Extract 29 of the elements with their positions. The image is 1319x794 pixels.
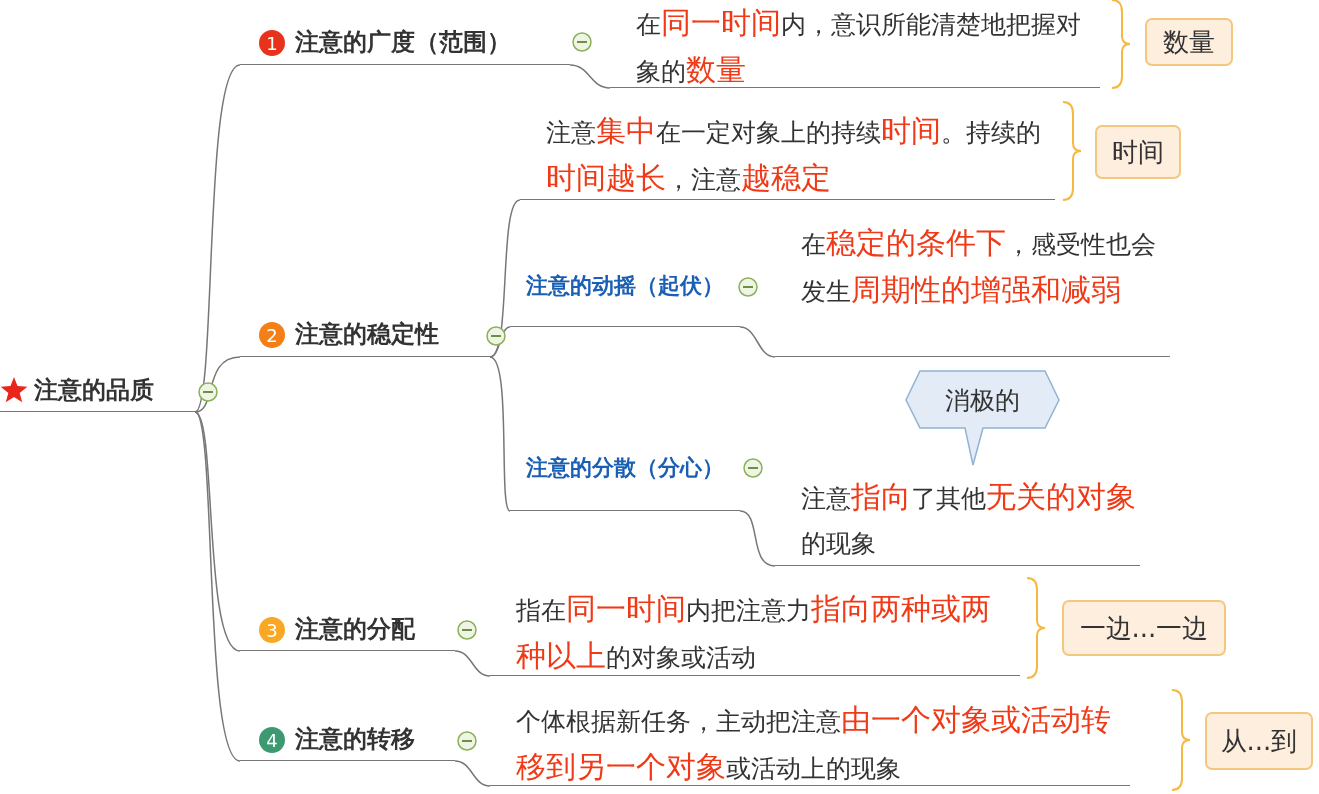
number-badge: 1: [259, 30, 285, 56]
branch-line: [194, 411, 241, 762]
description-text: 指在同一时间内把注意力指向两种或两种以上的对象或活动: [490, 586, 1020, 676]
branch-line: [194, 356, 241, 413]
branch-line: [194, 64, 241, 413]
description-text: 在同一时间内，意识所能清楚地把握对象的数量: [610, 0, 1100, 88]
branch-line: [194, 411, 241, 652]
keyword-tag: 一边...一边: [1062, 600, 1226, 656]
subtopic: 注意的分散（分心）: [510, 425, 740, 511]
description-text: 注意集中在一定对象上的持续时间。持续的时间越长，注意越稳定: [520, 108, 1055, 200]
keyword-tag: 从...到: [1205, 712, 1313, 770]
branch-line: [739, 510, 776, 567]
branch-line: [454, 760, 491, 787]
branch-line: [454, 650, 491, 677]
description-text: 个体根据新任务，主动把注意由一个对象或活动转移到另一个对象或活动上的现象: [490, 697, 1130, 786]
description-text: 注意指向了其他无关的对象的现象: [775, 474, 1140, 566]
callout-bubble: 消极的: [905, 370, 1060, 468]
branch-line: [739, 326, 776, 358]
branch-topic: 注意的品质: [0, 368, 195, 412]
branch-line: [569, 64, 611, 89]
keyword-tag: 时间: [1095, 125, 1181, 179]
keyword-tag: 数量: [1145, 18, 1233, 66]
number-badge: 2: [259, 322, 285, 348]
description-text: 在稳定的条件下，感受性也会发生周期性的增强和减弱: [775, 220, 1170, 357]
subtopic: 注意的动摇（起伏）: [510, 245, 740, 327]
branch-line: [489, 356, 511, 512]
branch-line: [489, 326, 511, 358]
number-badge: 4: [259, 727, 285, 753]
number-badge: 3: [259, 617, 285, 643]
